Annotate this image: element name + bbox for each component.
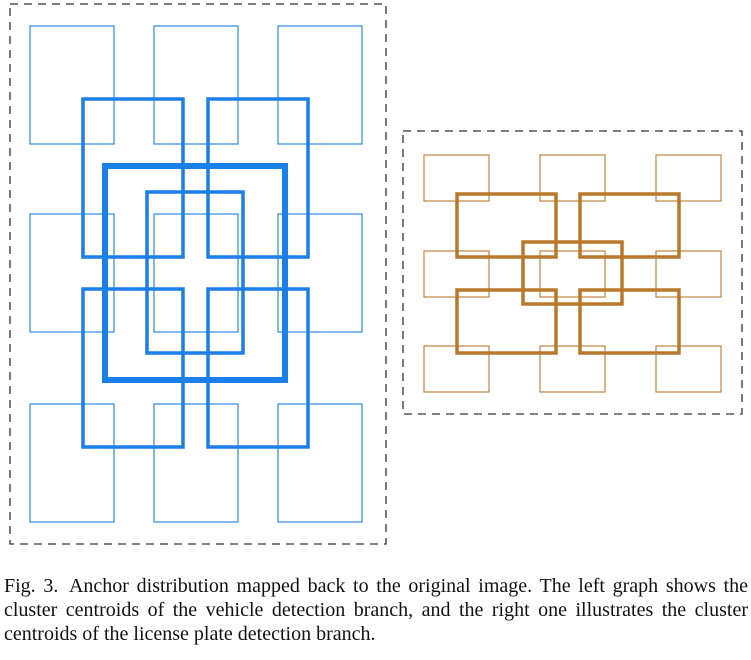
plate-small-anchor	[539, 250, 606, 298]
vehicle-small-anchor	[29, 213, 115, 333]
vehicle-anchor-panel	[9, 3, 387, 545]
vehicle-panel-frame	[9, 3, 387, 545]
plate-small-anchor	[655, 345, 722, 393]
vehicle-medium-anchor	[206, 97, 310, 259]
caption-text: Anchor distribution mapped back to the o…	[4, 575, 748, 645]
vehicle-medium-anchor	[206, 287, 310, 449]
plate-center-anchor	[521, 240, 624, 306]
plate-medium-anchor	[455, 192, 558, 259]
vehicle-medium-anchor	[81, 97, 185, 259]
vehicle-medium-anchors	[81, 97, 310, 449]
vehicle-large-anchor	[102, 163, 288, 383]
plate-small-anchor	[655, 154, 722, 202]
plate-small-anchor	[539, 154, 606, 202]
plate-medium-anchor	[455, 288, 558, 355]
plate-small-anchors	[423, 154, 722, 393]
plate-medium-anchors	[455, 192, 681, 355]
vehicle-medium-anchor	[81, 287, 185, 449]
vehicle-small-anchor	[277, 403, 363, 523]
vehicle-small-anchor	[277, 25, 363, 145]
figure-caption: Fig. 3. Anchor distribution mapped back …	[4, 574, 748, 646]
vehicle-small-anchor	[29, 25, 115, 145]
plate-anchor-panel	[402, 130, 743, 415]
plate-medium-anchor	[578, 288, 681, 355]
plate-medium-anchor	[578, 192, 681, 259]
vehicle-small-anchor	[153, 213, 239, 333]
plate-small-anchor	[539, 345, 606, 393]
vehicle-small-anchors	[29, 25, 363, 523]
vehicle-small-anchor	[153, 403, 239, 523]
vehicle-inner-anchor	[145, 190, 245, 355]
anchor-distribution-figure	[9, 3, 743, 545]
plate-small-anchor	[655, 250, 722, 298]
vehicle-small-anchor	[277, 213, 363, 333]
vehicle-small-anchor	[153, 25, 239, 145]
plate-panel-frame	[402, 130, 743, 415]
caption-label: Fig. 3.	[4, 575, 59, 597]
vehicle-small-anchor	[29, 403, 115, 523]
